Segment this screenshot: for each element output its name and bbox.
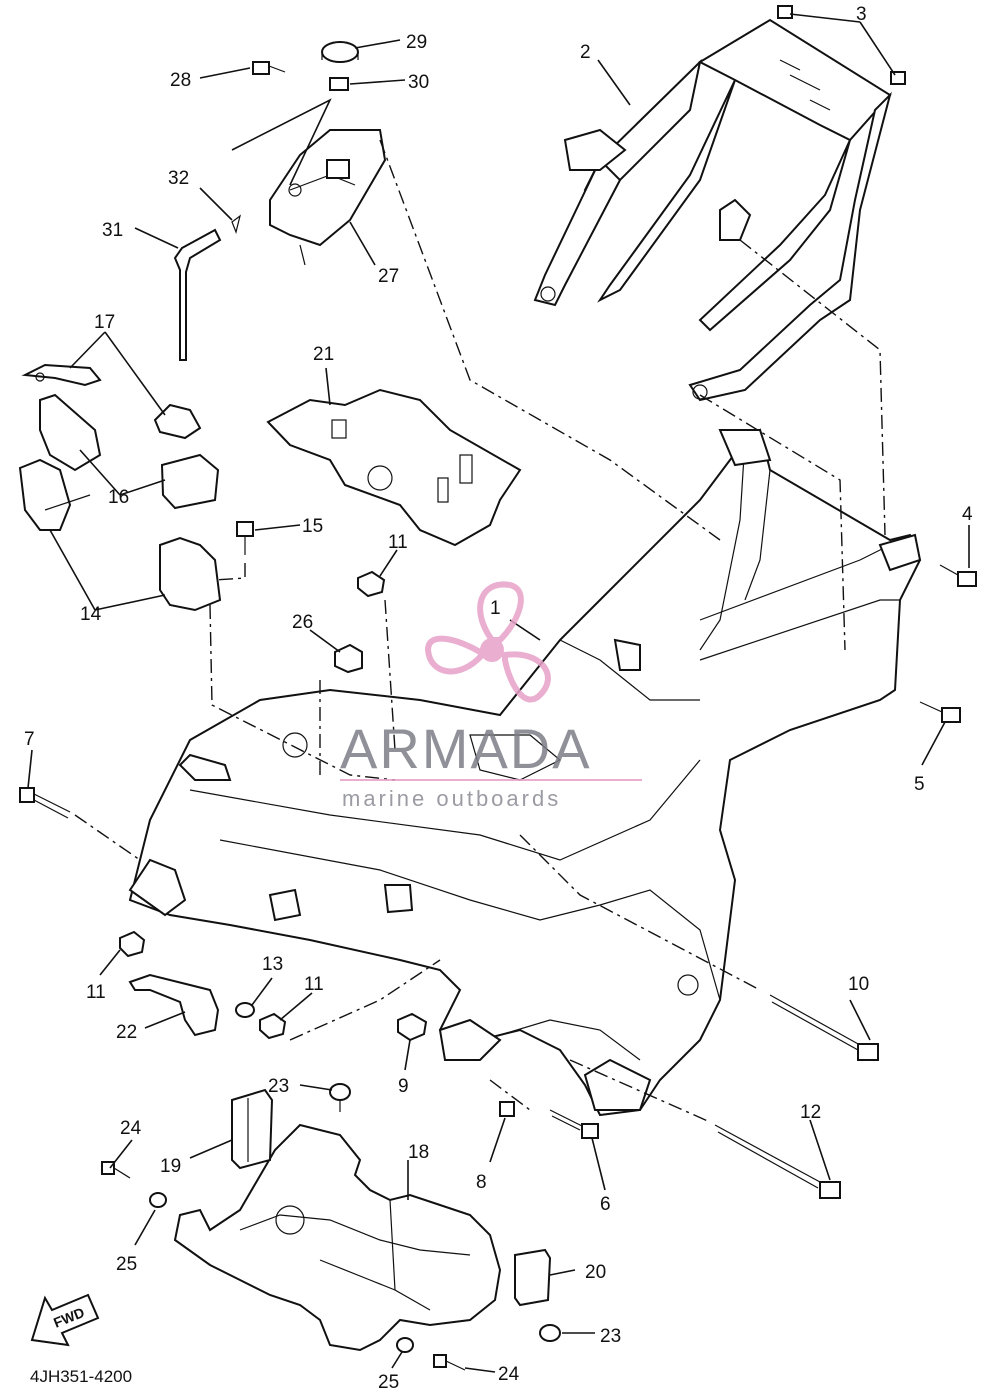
label-16: 16 bbox=[108, 487, 129, 508]
label-22: 22 bbox=[116, 1022, 137, 1043]
bolt-5 bbox=[919, 701, 961, 723]
label-12: 12 bbox=[800, 1102, 821, 1123]
bolt-7 bbox=[19, 787, 71, 819]
screw-23a bbox=[329, 1083, 351, 1112]
cap-nut bbox=[329, 77, 349, 91]
label-27: 27 bbox=[378, 266, 399, 287]
hose-31 bbox=[173, 228, 222, 361]
label-18: 18 bbox=[408, 1142, 429, 1163]
label-6: 6 bbox=[600, 1194, 611, 1215]
diagram-code: 4JH351-4200 bbox=[30, 1367, 132, 1386]
label-32: 32 bbox=[168, 168, 189, 189]
nut-11-mid bbox=[259, 1012, 287, 1040]
watermark-tagline: marine outboards bbox=[342, 786, 561, 811]
label-13: 13 bbox=[262, 954, 283, 975]
main-frame bbox=[128, 428, 922, 1117]
bracket-14b bbox=[159, 536, 222, 612]
damper-19 bbox=[231, 1088, 274, 1170]
rear-subframe bbox=[533, 18, 892, 402]
collar-9 bbox=[397, 1012, 428, 1042]
leader-lines bbox=[27, 13, 970, 1373]
label-11-mid: 11 bbox=[304, 974, 324, 995]
tank-cap bbox=[321, 41, 359, 63]
bracket-14a bbox=[18, 458, 91, 531]
bolt-8 bbox=[499, 1101, 515, 1117]
watermark-brand: ARMADA bbox=[340, 717, 592, 780]
clip-32 bbox=[231, 214, 241, 234]
label-4: 4 bbox=[962, 504, 973, 525]
bolt-6 bbox=[549, 1109, 599, 1139]
label-2: 2 bbox=[580, 42, 591, 63]
label-26: 26 bbox=[292, 612, 313, 633]
stay-22 bbox=[128, 973, 220, 1037]
fwd-arrow-icon: FWD bbox=[30, 1293, 100, 1347]
bolt-12 bbox=[714, 1124, 841, 1199]
bolt-10 bbox=[769, 994, 879, 1061]
label-10: 10 bbox=[848, 974, 869, 995]
label-8: 8 bbox=[476, 1172, 487, 1193]
nut-11-low bbox=[119, 930, 146, 958]
assembly-lines bbox=[74, 139, 886, 1123]
label-7: 7 bbox=[24, 729, 35, 750]
collar-26 bbox=[334, 643, 363, 674]
label-28: 28 bbox=[170, 70, 191, 91]
under-cowl-18 bbox=[173, 1123, 502, 1352]
bolt-15 bbox=[236, 521, 254, 555]
screw-24a bbox=[101, 1161, 131, 1179]
part-labels: 1 2 3 4 5 6 7 8 9 10 11 11 11 12 13 14 1… bbox=[24, 4, 973, 1389]
label-25-bottom: 25 bbox=[378, 1372, 399, 1389]
screw-23b bbox=[539, 1324, 561, 1342]
label-5: 5 bbox=[914, 774, 925, 795]
bolt-28 bbox=[252, 61, 286, 75]
label-15: 15 bbox=[302, 516, 323, 537]
label-17: 17 bbox=[94, 312, 115, 333]
label-11-low: 11 bbox=[86, 982, 106, 1003]
nut-11-top bbox=[357, 570, 386, 598]
label-23-bottom: 23 bbox=[600, 1326, 621, 1347]
label-21: 21 bbox=[313, 344, 334, 365]
screw-24b bbox=[433, 1354, 466, 1371]
label-31: 31 bbox=[102, 220, 123, 241]
reservoir-tank bbox=[269, 129, 387, 266]
nut-3a bbox=[777, 5, 793, 19]
label-3: 3 bbox=[856, 4, 867, 25]
label-25-left: 25 bbox=[116, 1254, 137, 1275]
label-29: 29 bbox=[406, 32, 427, 53]
damper-20 bbox=[514, 1248, 552, 1307]
plate-21 bbox=[266, 388, 522, 547]
label-14: 14 bbox=[80, 604, 102, 625]
holder-17b bbox=[153, 403, 202, 440]
collar-13 bbox=[235, 1002, 255, 1018]
label-20: 20 bbox=[585, 1262, 606, 1283]
washer-25b bbox=[396, 1337, 414, 1353]
label-1: 1 bbox=[490, 598, 501, 619]
watermark-logo: ARMADA marine outboards bbox=[340, 581, 642, 811]
nut-3b bbox=[890, 71, 906, 85]
label-30: 30 bbox=[408, 72, 429, 93]
label-23-top: 23 bbox=[268, 1076, 289, 1097]
washer-25a bbox=[149, 1192, 167, 1208]
label-19: 19 bbox=[160, 1156, 181, 1177]
propeller-icon bbox=[424, 581, 551, 703]
cover-16b bbox=[160, 453, 220, 510]
label-11-top: 11 bbox=[388, 532, 408, 553]
clamp-17a bbox=[21, 363, 102, 387]
label-9: 9 bbox=[398, 1076, 409, 1097]
label-24-bottom: 24 bbox=[498, 1364, 520, 1385]
cover-16 bbox=[39, 393, 102, 472]
bolt-4 bbox=[939, 564, 977, 587]
label-24-left: 24 bbox=[120, 1118, 142, 1139]
